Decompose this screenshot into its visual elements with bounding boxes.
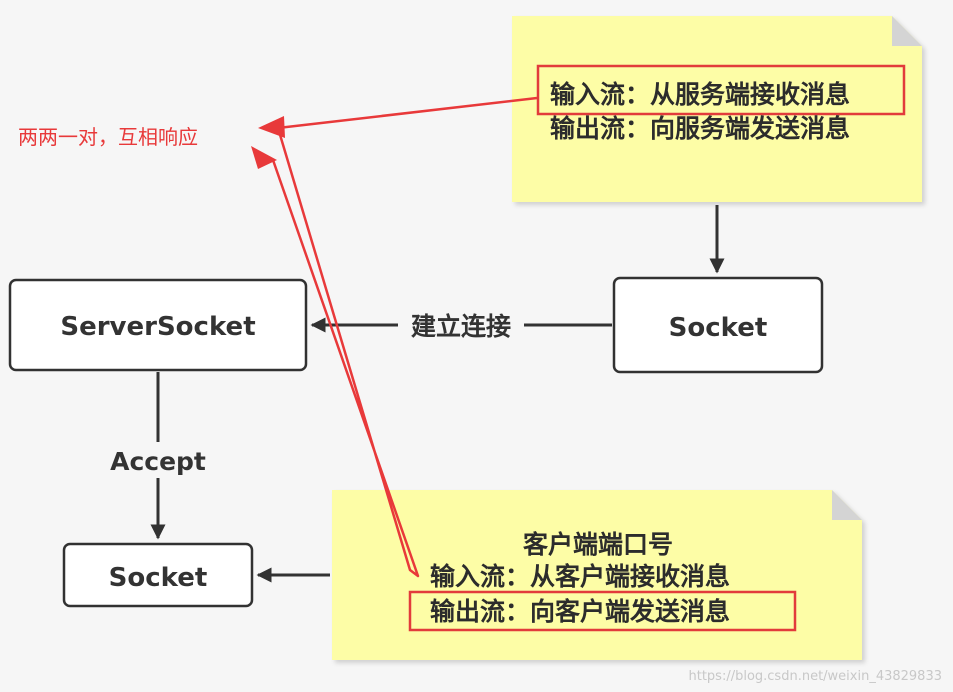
annotation-arrowhead-lower <box>251 146 277 169</box>
annotation-arrowhead-upper <box>258 116 285 138</box>
server-output-stream-text: 输出流：向客户端发送消息 <box>430 597 730 626</box>
client-socket-label: Socket <box>669 313 768 343</box>
pairing-annotation-text: 两两一对，互相响应 <box>18 125 198 149</box>
client-socket-node: Socket <box>612 276 824 374</box>
watermark-text: https://blog.csdn.net/weixin_43829833 <box>688 669 942 684</box>
server-note-title: 客户端端口号 <box>523 530 673 559</box>
accept-label-bg <box>106 442 210 478</box>
server-socket-label: ServerSocket <box>60 312 255 342</box>
server-input-stream-text: 输入流：从客户端接收消息 <box>430 562 730 591</box>
client-stream-note: 输入流：从服务端接收消息 输出流：向服务端发送消息 <box>512 16 922 202</box>
red-annotation-arrows <box>251 96 538 578</box>
server-stream-note: 客户端端口号 输入流：从客户端接收消息 输出流：向客户端发送消息 <box>332 490 862 660</box>
accepted-socket-label: Socket <box>109 563 208 593</box>
server-socket-node: ServerSocket <box>8 278 308 372</box>
connect-label-bg <box>398 308 524 344</box>
client-input-highlight <box>536 64 906 116</box>
server-output-highlight <box>408 590 797 632</box>
connect-edge-label: 建立连接 <box>411 312 511 341</box>
client-output-stream-text: 输出流：向服务端发送消息 <box>550 114 850 143</box>
client-input-stream-text: 输入流：从服务端接收消息 <box>550 80 850 109</box>
accept-edge-label: Accept <box>110 447 206 476</box>
annotation-stroke <box>271 96 538 578</box>
accepted-socket-node: Socket <box>62 542 254 608</box>
